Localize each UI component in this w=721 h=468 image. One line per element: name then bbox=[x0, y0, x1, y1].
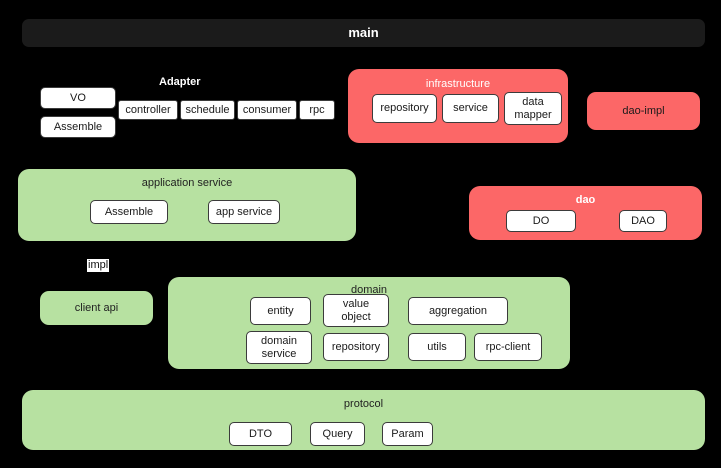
infrastructure-service-label: service bbox=[453, 102, 488, 115]
schedule-label: schedule bbox=[185, 103, 230, 116]
domain-rpc-client-label: rpc-client bbox=[485, 340, 531, 353]
main-bar: main bbox=[22, 19, 705, 47]
infrastructure-data-mapper-line2: mapper bbox=[514, 108, 552, 121]
dao-do-label: DO bbox=[532, 214, 550, 227]
domain-entity-label: entity bbox=[267, 304, 294, 317]
dao-dao-label: DAO bbox=[631, 214, 655, 227]
protocol-param-label: Param bbox=[391, 427, 424, 440]
infrastructure-group: infrastructure repository service data m… bbox=[348, 69, 568, 143]
domain-rpc-client-box[interactable]: rpc-client bbox=[474, 333, 542, 361]
domain-aggregation-box[interactable]: aggregation bbox=[408, 297, 508, 325]
application-service-app-service-label: app service bbox=[215, 205, 273, 218]
protocol-title: protocol bbox=[343, 398, 384, 410]
domain-repository-label: repository bbox=[331, 340, 381, 353]
protocol-dto-label: DTO bbox=[248, 427, 273, 440]
protocol-param-box[interactable]: Param bbox=[382, 422, 433, 446]
application-service-assemble-label: Assemble bbox=[104, 205, 154, 218]
domain-domain-service-line2: service bbox=[261, 347, 297, 360]
domain-value-object-box[interactable]: value object bbox=[323, 294, 389, 327]
dao-impl-label: dao-impl bbox=[622, 104, 665, 117]
application-service-group: application service Assemble app service bbox=[18, 169, 356, 241]
application-service-assemble-box[interactable]: Assemble bbox=[90, 200, 168, 224]
infrastructure-data-mapper-box[interactable]: data mapper bbox=[504, 92, 562, 125]
protocol-dto-box[interactable]: DTO bbox=[229, 422, 292, 446]
domain-group: domain entity value object aggregation d… bbox=[168, 277, 570, 369]
main-bar-label: main bbox=[348, 24, 379, 40]
domain-repository-box[interactable]: repository bbox=[323, 333, 389, 361]
protocol-group: protocol DTO Query Param bbox=[22, 390, 705, 450]
dao-title: dao bbox=[575, 194, 596, 206]
domain-entity-box[interactable]: entity bbox=[250, 297, 311, 325]
client-api-block[interactable]: client api bbox=[40, 291, 153, 325]
adapter-label: Adapter bbox=[159, 76, 201, 88]
domain-value-object-line1: value bbox=[342, 298, 370, 311]
vo-label: VO bbox=[70, 91, 86, 104]
domain-domain-service-box[interactable]: domain service bbox=[246, 331, 312, 364]
dao-impl-block[interactable]: dao-impl bbox=[587, 92, 700, 130]
application-service-app-service-box[interactable]: app service bbox=[208, 200, 280, 224]
infrastructure-data-mapper-line1: data bbox=[522, 96, 544, 109]
rpc-label: rpc bbox=[309, 103, 325, 116]
domain-value-object-line2: object bbox=[341, 310, 371, 323]
consumer-box[interactable]: consumer bbox=[237, 100, 297, 120]
controller-label: controller bbox=[125, 103, 171, 116]
protocol-query-box[interactable]: Query bbox=[310, 422, 365, 446]
assemble-adapter-label: Assemble bbox=[53, 120, 103, 133]
application-service-title: application service bbox=[141, 177, 233, 189]
dao-do-box[interactable]: DO bbox=[506, 210, 576, 232]
infrastructure-service-box[interactable]: service bbox=[442, 94, 499, 123]
rpc-box[interactable]: rpc bbox=[299, 100, 335, 120]
dao-group: dao DO DAO bbox=[469, 186, 702, 240]
impl-label: impl bbox=[87, 259, 110, 272]
domain-domain-service-line1: domain bbox=[260, 335, 298, 348]
infrastructure-repository-box[interactable]: repository bbox=[372, 94, 437, 123]
controller-box[interactable]: controller bbox=[118, 100, 178, 120]
vo-box[interactable]: VO bbox=[40, 87, 116, 109]
client-api-label: client api bbox=[74, 301, 119, 314]
infrastructure-title: infrastructure bbox=[425, 78, 491, 90]
protocol-query-label: Query bbox=[322, 427, 353, 440]
consumer-label: consumer bbox=[242, 103, 292, 116]
assemble-adapter-box[interactable]: Assemble bbox=[40, 116, 116, 138]
dao-dao-box[interactable]: DAO bbox=[619, 210, 667, 232]
infrastructure-repository-label: repository bbox=[380, 102, 429, 115]
domain-aggregation-label: aggregation bbox=[428, 304, 488, 317]
domain-utils-box[interactable]: utils bbox=[408, 333, 466, 361]
schedule-box[interactable]: schedule bbox=[180, 100, 235, 120]
domain-utils-label: utils bbox=[427, 340, 447, 353]
domain-title: domain bbox=[350, 284, 388, 296]
